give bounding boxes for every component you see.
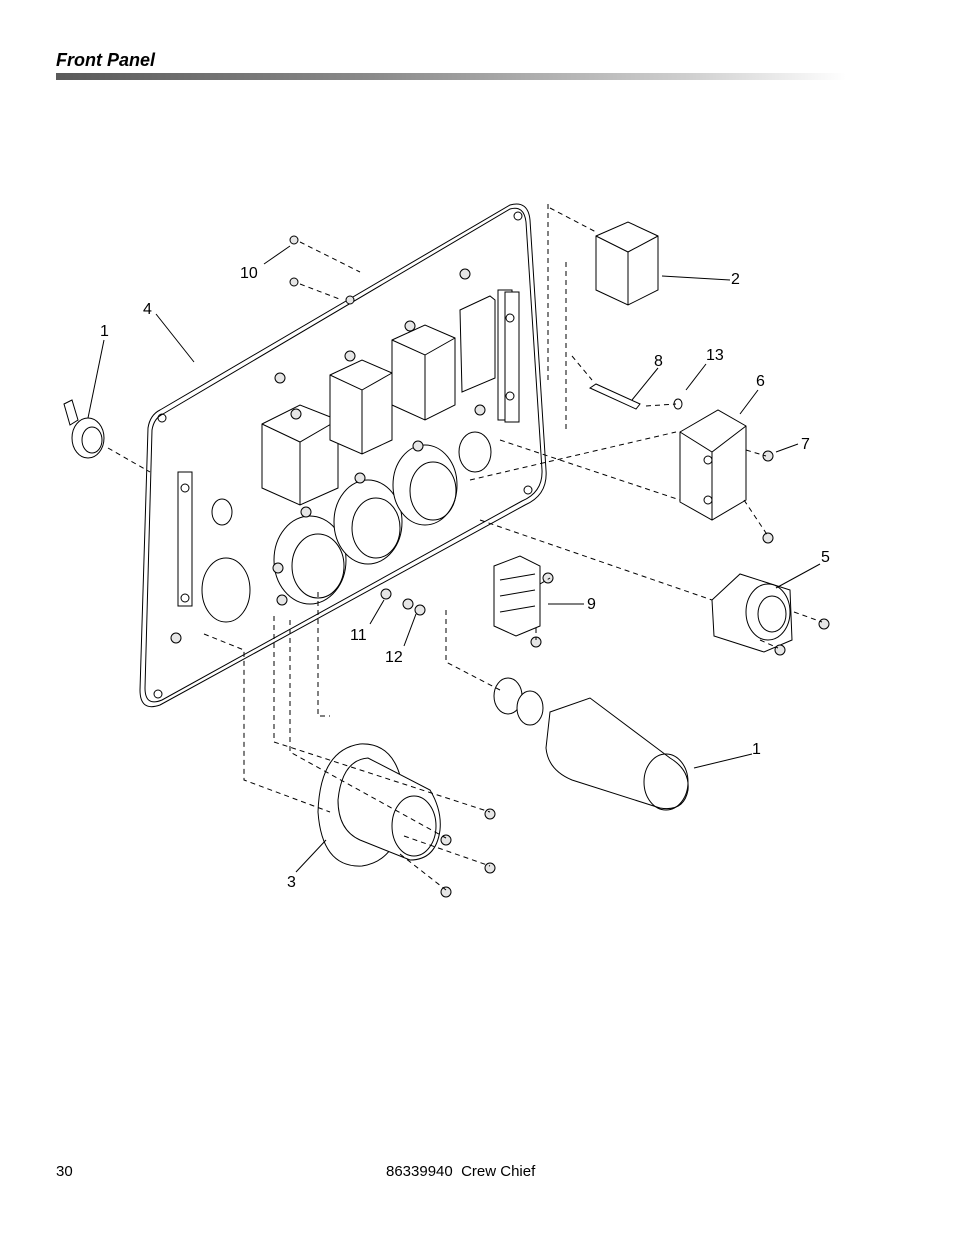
callout-1-bottom: 1 [752, 741, 761, 758]
front-panel-plate [139, 203, 547, 708]
loose-nuts [289, 235, 830, 898]
callout-3: 3 [287, 874, 296, 891]
callout-2: 2 [731, 271, 740, 288]
callout-5: 5 [821, 549, 830, 566]
receptacle-item-3 [317, 743, 441, 867]
callout-11: 11 [350, 627, 367, 644]
callout-8: 8 [654, 353, 663, 370]
terminal-strip-item-9 [493, 555, 541, 637]
panel-nuts [170, 268, 486, 644]
relay-modules [261, 295, 496, 506]
probe-item-8 [588, 383, 683, 410]
callout-13: 13 [706, 347, 724, 364]
panel-receptacles [273, 444, 458, 605]
assembly-lines [107, 204, 823, 891]
callout-12: 12 [385, 649, 403, 666]
callout-7: 7 [801, 436, 810, 453]
knob-item-1 [63, 399, 105, 459]
callout-9: 9 [587, 596, 596, 613]
selector-switch-item-1 [493, 677, 689, 811]
terminal-block-item-6 [679, 409, 747, 521]
relay-item-2 [595, 221, 659, 306]
leader-lines [87, 245, 821, 873]
document-id: 86339940 Crew Chief [386, 1163, 536, 1180]
callout-6: 6 [756, 373, 765, 390]
callout-4: 4 [143, 301, 152, 318]
header-rule [56, 73, 846, 80]
page-title: Front Panel [56, 50, 156, 70]
callout-1-top: 1 [100, 323, 109, 340]
page-number: 30 [56, 1163, 73, 1180]
receptacle-item-5 [711, 573, 793, 653]
callout-10: 10 [240, 265, 258, 282]
